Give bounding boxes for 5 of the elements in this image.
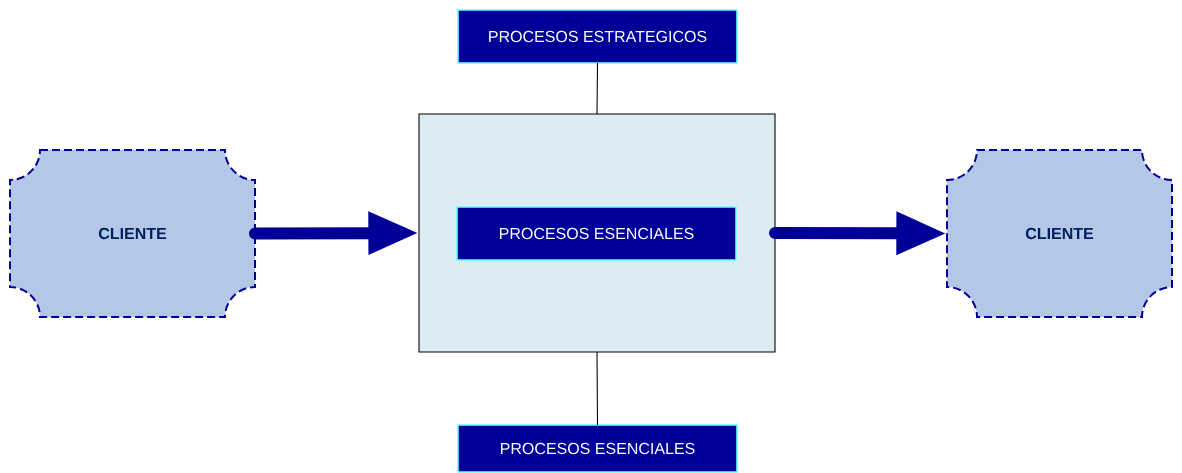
process-box: PROCESOS ESENCIALES	[456, 206, 737, 261]
connector-line	[596, 351, 599, 426]
connector-line	[596, 62, 599, 115]
process-box: PROCESOS ESTRATEGICOS	[457, 9, 738, 64]
process-box: PROCESOS ESENCIALES	[457, 424, 738, 473]
